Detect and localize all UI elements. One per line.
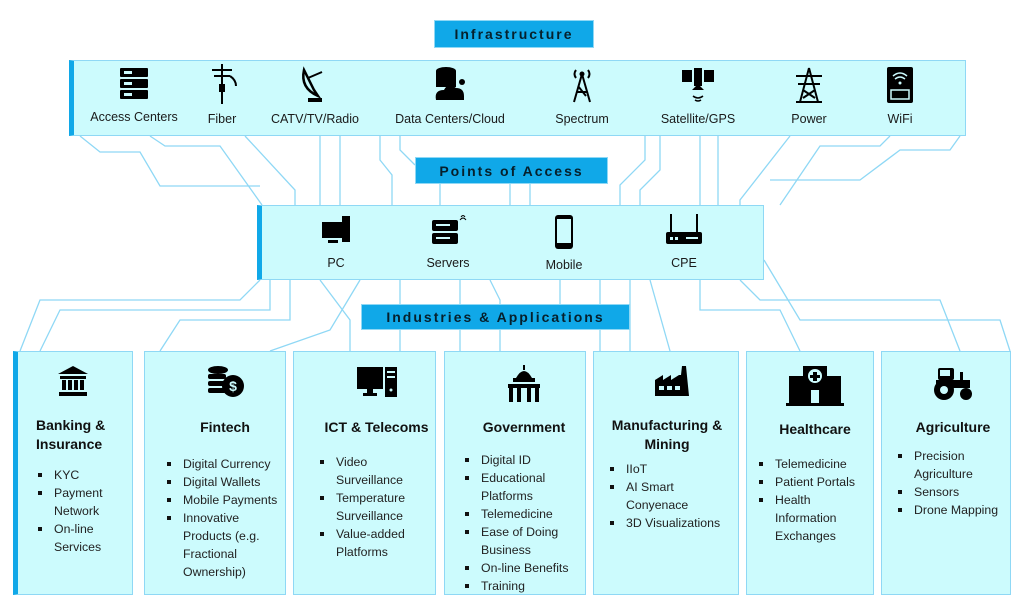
bank-icon: [58, 366, 88, 396]
points-of-access-heading: Points of Access: [415, 157, 608, 184]
industry-government: Government Digital ID Educational Platfo…: [444, 351, 586, 595]
access-cpe: CPE: [656, 212, 712, 270]
radio-tower-icon: [573, 69, 591, 103]
infrastructure-heading: Infrastructure: [434, 20, 594, 48]
tractor-icon: [934, 368, 972, 400]
access-label: Mobile: [545, 258, 583, 272]
industry-list: Telemedicine Patient Portals Health Info…: [757, 455, 873, 545]
infra-spectrum: Spectrum: [550, 66, 614, 126]
industry-list: Video Surveillance Temperature Surveilla…: [318, 453, 435, 561]
computer-icon: [356, 367, 397, 397]
server-rack-icon: [120, 68, 148, 99]
infra-label: Fiber: [207, 112, 237, 126]
satellite-icon: [682, 68, 714, 102]
infra-label: Access Centers: [90, 110, 178, 124]
satellite-dish-icon: [302, 66, 323, 102]
infra-label: WiFi: [887, 112, 913, 126]
list-item: Drone Mapping: [896, 501, 1010, 519]
infra-label: CATV/TV/Radio: [271, 112, 359, 126]
power-pylon-icon: [796, 67, 822, 103]
industry-title: Government: [482, 419, 566, 435]
list-item: KYC: [36, 466, 132, 484]
list-item: Temperature Surveillance: [318, 489, 435, 525]
industry-healthcare: Healthcare Telemedicine Patient Portals …: [746, 351, 874, 595]
servers-icon: [432, 215, 467, 244]
wifi-device-icon: [887, 67, 913, 103]
list-item: 3D Visualizations: [608, 514, 738, 532]
access-label: PC: [327, 256, 345, 270]
infra-label: Satellite/GPS: [660, 112, 736, 126]
infra-access-centers: Access Centers: [90, 66, 178, 124]
access-label: Servers: [426, 256, 470, 270]
list-item: Mobile Payments: [165, 491, 285, 509]
access-servers: Servers: [418, 214, 478, 270]
utility-pole-icon: [212, 64, 237, 104]
industry-title: Fintech: [200, 419, 250, 435]
access-pc: PC: [312, 214, 360, 270]
industry-list: Digital ID Educational Platforms Telemed…: [463, 451, 585, 595]
industry-list: Digital Currency Digital Wallets Mobile …: [165, 455, 285, 581]
infra-label: Data Centers/Cloud: [395, 112, 505, 126]
industry-title: ICT & Telecoms: [324, 419, 429, 435]
mobile-icon: [555, 215, 573, 249]
infra-data-centers: Data Centers/Cloud: [392, 66, 508, 126]
list-item: On-line Benefits: [463, 559, 585, 577]
infra-satellite: Satellite/GPS: [656, 66, 740, 126]
router-icon: [666, 214, 702, 244]
list-item: AI Smart Conyenace: [608, 478, 738, 514]
factory-icon: [655, 366, 689, 396]
list-item: Innovative Products (e.g. Fractional Own…: [165, 509, 285, 581]
infra-catv: CATV/TV/Radio: [270, 66, 360, 126]
list-item: Sensors: [896, 483, 1010, 501]
industry-title: Agriculture: [915, 419, 991, 435]
industry-list: IIoT AI Smart Conyenace 3D Visualization…: [608, 460, 738, 532]
industry-agriculture: Agriculture Precision Agriculture Sensor…: [881, 351, 1011, 595]
list-item: Digital ID: [463, 451, 585, 469]
list-item: Value-added Platforms: [318, 525, 435, 561]
infra-wifi: WiFi: [876, 66, 924, 126]
list-item: Digital Currency: [165, 455, 285, 473]
industry-title: Banking & Insurance: [36, 417, 106, 452]
list-item: Health Information Exchanges: [757, 491, 873, 545]
list-item: Digital Wallets: [165, 473, 285, 491]
list-item: On-line Services: [36, 520, 132, 556]
list-item: Training: [463, 577, 585, 595]
infra-label: Power: [791, 112, 827, 126]
list-item: Telemedicine: [463, 505, 585, 523]
svg-text:$: $: [229, 378, 237, 394]
coins-dollar-icon: $: [208, 366, 244, 397]
infra-power: Power: [780, 66, 838, 126]
list-item: Payment Network: [36, 484, 132, 520]
capitol-icon: [508, 365, 540, 402]
industry-fintech: $ Fintech Digital Currency Digital Walle…: [144, 351, 286, 595]
pc-icon: [322, 216, 350, 243]
database-cloud-icon: [435, 67, 465, 100]
list-item: Educational Platforms: [463, 469, 585, 505]
infra-fiber: Fiber: [200, 62, 244, 126]
list-item: Precision Agriculture: [896, 447, 1010, 483]
list-item: Video Surveillance: [318, 453, 435, 489]
list-item: IIoT: [608, 460, 738, 478]
industry-list: Precision Agriculture Sensors Drone Mapp…: [896, 447, 1010, 519]
access-mobile: Mobile: [536, 214, 592, 272]
list-item: Patient Portals: [757, 473, 873, 491]
list-item: Ease of Doing Business: [463, 523, 585, 559]
industry-ict: ICT & Telecoms Video Surveillance Temper…: [293, 351, 436, 595]
industry-title: Manufacturing & Mining: [611, 417, 723, 452]
access-label: CPE: [671, 256, 697, 270]
industry-manufacturing: Manufacturing & Mining IIoT AI Smart Con…: [593, 351, 739, 595]
list-item: Telemedicine: [757, 455, 873, 473]
industry-title: Healthcare: [779, 421, 851, 437]
infra-label: Spectrum: [555, 112, 609, 126]
industry-banking: Banking & Insurance KYC Payment Network …: [13, 351, 133, 595]
hospital-icon: [786, 366, 844, 406]
industries-heading: Industries & Applications: [361, 304, 630, 330]
industry-list: KYC Payment Network On-line Services: [36, 466, 132, 556]
